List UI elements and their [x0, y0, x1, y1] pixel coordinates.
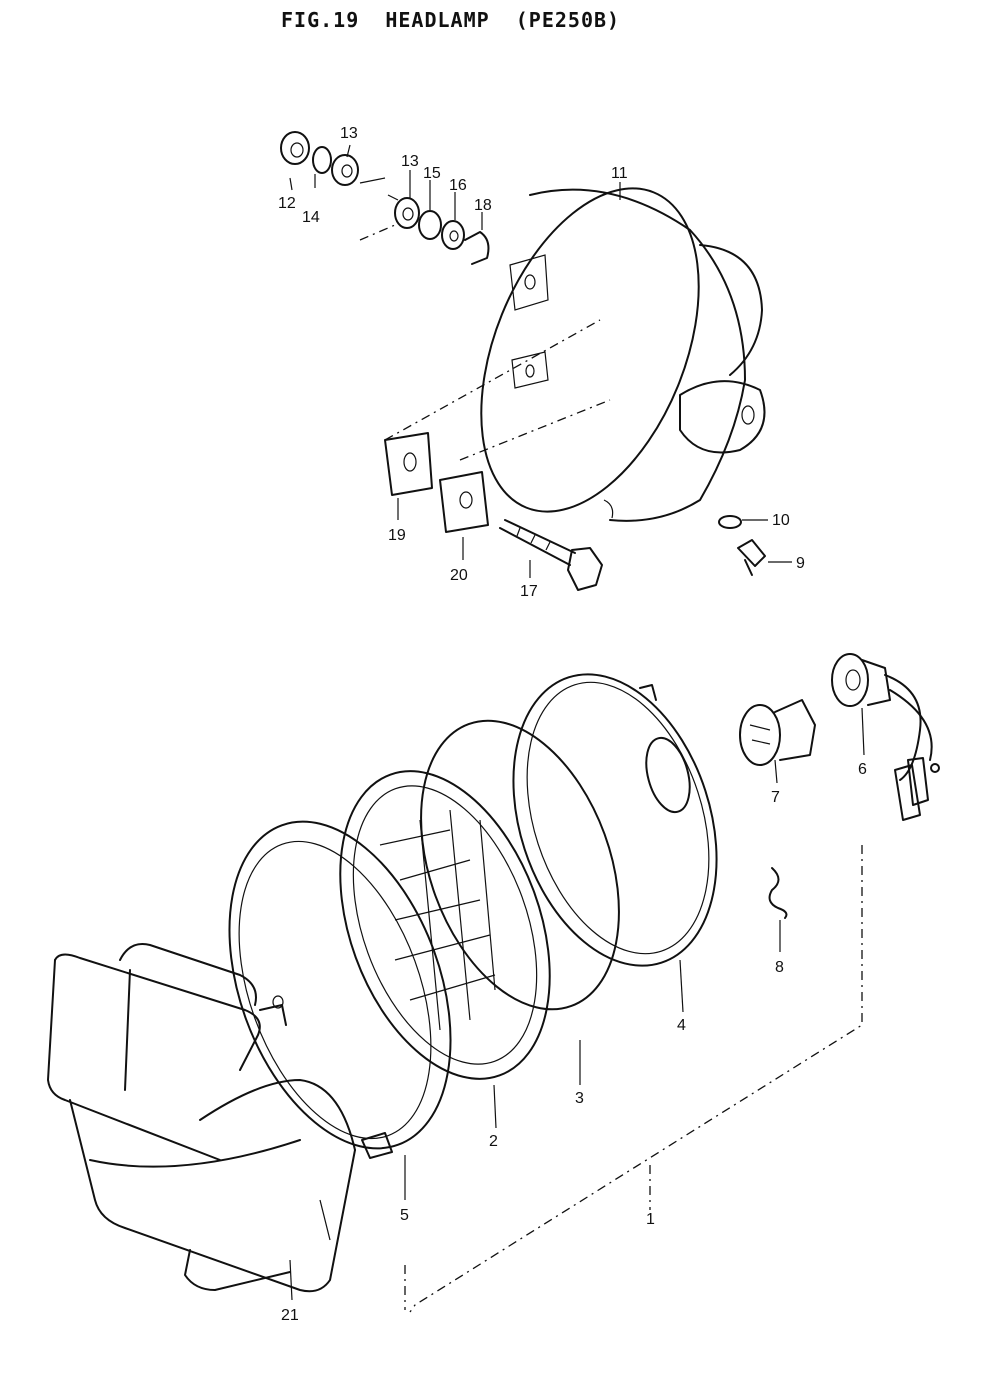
figure-title: FIG.19 HEADLAMP (PE250B): [281, 8, 621, 32]
headlamp-lens: [339, 770, 551, 1080]
headlamp-guard: [47, 943, 356, 1293]
callout-2: 2: [489, 1133, 498, 1150]
callout-1: 1: [646, 1211, 655, 1228]
callout-13a: 13: [340, 125, 358, 142]
callout-6: 6: [858, 761, 867, 778]
headlamp-rim: [228, 820, 452, 1159]
callout-15: 15: [423, 165, 441, 182]
callout-21: 21: [281, 1307, 299, 1324]
callout-18: 18: [474, 197, 492, 214]
leader-lines: [289, 144, 865, 1313]
callout-8: 8: [775, 959, 784, 976]
callout-10: 10: [772, 512, 790, 529]
gasket-ring: [420, 719, 620, 1011]
callout-17: 17: [520, 583, 538, 600]
callout-3: 3: [575, 1090, 584, 1107]
callout-19: 19: [388, 527, 406, 544]
callout-labels: 1 2 3 4 5 6 7 8 9 10 11 12 13 13 14 15 1…: [278, 125, 867, 1324]
callout-5: 5: [400, 1207, 409, 1224]
headlamp-bulb: [739, 699, 816, 766]
callout-12: 12: [278, 195, 296, 212]
callout-16: 16: [449, 177, 467, 194]
callout-4: 4: [677, 1017, 686, 1034]
callout-20: 20: [450, 567, 468, 584]
mounting-hardware: [280, 131, 490, 265]
bulb-socket: [831, 653, 940, 821]
callout-7: 7: [771, 789, 780, 806]
callout-14: 14: [302, 209, 320, 226]
reflector-shell: [512, 673, 718, 967]
headlamp-housing: [480, 187, 766, 522]
callout-13b: 13: [401, 153, 419, 170]
callout-9: 9: [796, 555, 805, 572]
plates-and-bolts: [384, 319, 766, 591]
wire-clip: [768, 867, 788, 919]
callout-11: 11: [611, 165, 628, 182]
